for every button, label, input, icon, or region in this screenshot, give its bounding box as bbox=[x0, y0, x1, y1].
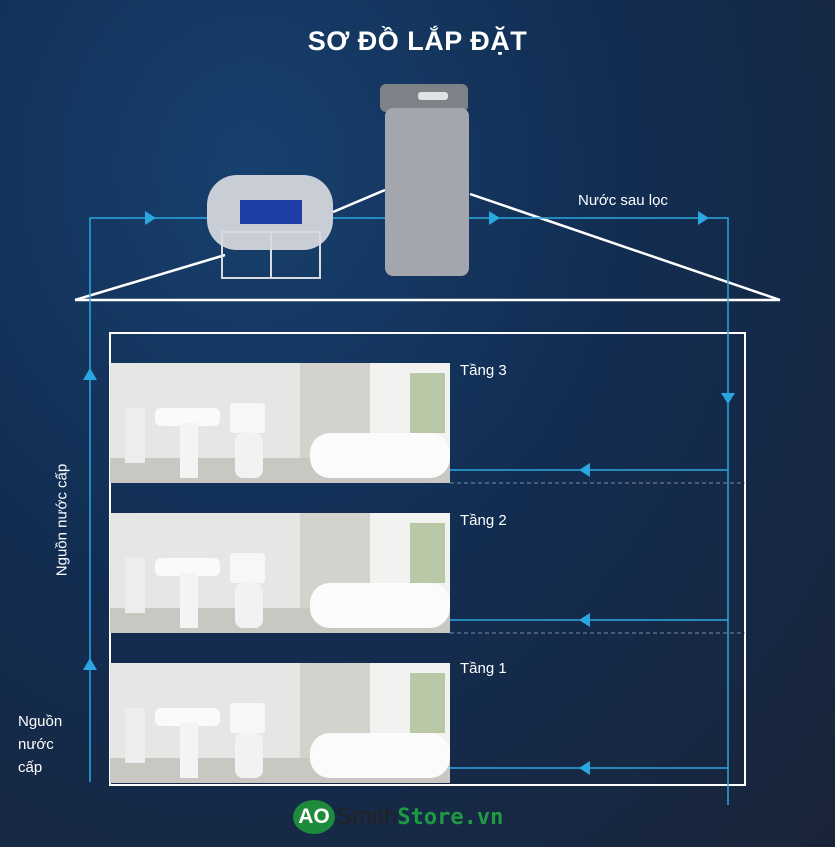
page-title: SƠ ĐỒ LẮP ĐẶT bbox=[307, 26, 528, 56]
arrow-left-icon bbox=[579, 761, 590, 775]
arrow-up-icon bbox=[83, 658, 97, 670]
arrow-right-icon bbox=[698, 211, 709, 225]
floor-1-label: Tầng 1 bbox=[460, 660, 507, 677]
water-tank-image bbox=[207, 175, 333, 279]
arrow-right-icon bbox=[145, 211, 156, 225]
supply-vertical-label: Nguồn nước cấp bbox=[53, 463, 71, 577]
arrow-left-icon bbox=[579, 613, 590, 627]
filtered-water-label: Nước sau lọc bbox=[578, 192, 668, 209]
water-softener-image bbox=[380, 84, 469, 276]
arrow-right-icon bbox=[489, 211, 500, 225]
bathroom-images bbox=[110, 363, 450, 783]
supply-label: Nguồn nước cấp bbox=[18, 713, 63, 776]
floor-dividers bbox=[450, 482, 745, 634]
aosmith-store-logo: AO Smith Store.vn bbox=[293, 800, 503, 834]
arrow-down-icon bbox=[721, 393, 735, 404]
arrow-up-icon bbox=[83, 368, 97, 380]
floor-2-label: Tầng 2 bbox=[460, 512, 507, 529]
floor-3-label: Tầng 3 bbox=[460, 362, 507, 379]
arrow-left-icon bbox=[579, 463, 590, 477]
flow-arrows bbox=[83, 211, 735, 775]
